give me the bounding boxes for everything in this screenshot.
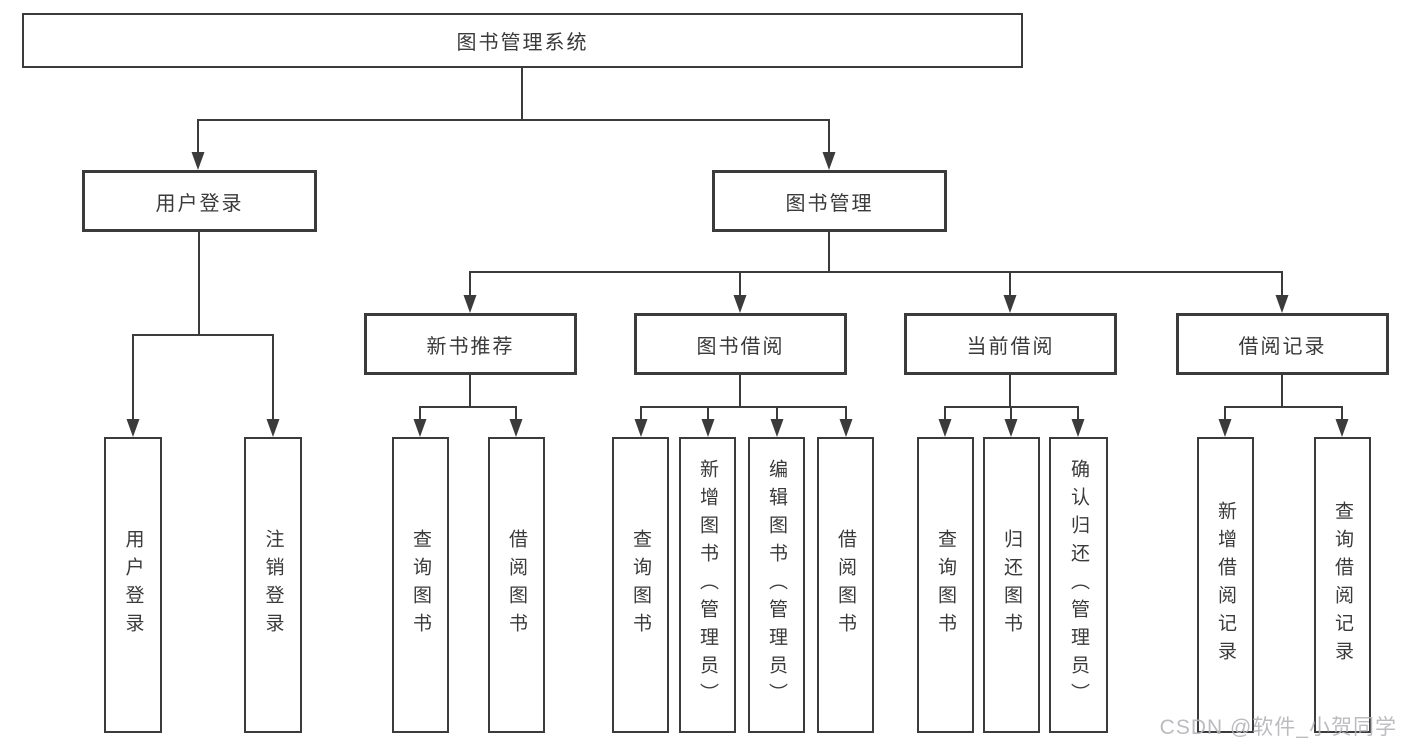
leaf-add-books-admin-label: 新增图书（管理员） [697,459,718,711]
leaf-return-books-label: 归还图书 [1001,529,1022,641]
node-borrow-records-label: 借阅记录 [1238,335,1327,358]
leaf-query-borrow-record: 查询借阅记录 [1314,437,1371,733]
node-book-management-label: 图书管理 [785,192,874,215]
node-current-borrow-label: 当前借阅 [966,335,1055,358]
leaf-confirm-return-admin-label: 确认归还（管理员） [1068,459,1089,711]
node-user-login: 用户登录 [82,170,317,232]
leaf-logout: 注销登录 [244,437,302,733]
leaf-edit-books-admin-label: 编辑图书（管理员） [766,459,787,711]
node-book-management: 图书管理 [712,170,947,232]
leaf-query-books-borrow-label: 查询图书 [630,529,651,641]
leaf-query-borrow-record-label: 查询借阅记录 [1332,501,1353,669]
leaf-add-borrow-record: 新增借阅记录 [1197,437,1254,733]
leaf-add-books-admin: 新增图书（管理员） [679,437,736,733]
node-root-label: 图书管理系统 [456,32,589,54]
node-book-borrow-label: 图书借阅 [696,335,785,358]
arrowheads [126,152,1349,437]
node-new-book-recommend: 新书推荐 [364,313,577,375]
leaf-confirm-return-admin: 确认归还（管理员） [1049,437,1108,733]
node-current-borrow: 当前借阅 [904,313,1117,375]
leaf-query-books-recommend-label: 查询图书 [410,529,431,641]
leaf-borrow-books-recommend-label: 借阅图书 [506,529,527,641]
leaf-query-books-recommend: 查询图书 [392,437,449,733]
leaf-borrow-books: 借阅图书 [817,437,874,733]
leaf-edit-books-admin: 编辑图书（管理员） [748,437,805,733]
leaf-logout-label: 注销登录 [262,529,284,641]
node-borrow-records: 借阅记录 [1176,313,1389,375]
leaf-query-books-current-label: 查询图书 [935,529,956,641]
leaf-return-books: 归还图书 [983,437,1040,733]
node-user-login-label: 用户登录 [155,192,244,215]
leaf-query-books-current: 查询图书 [917,437,974,733]
leaf-borrow-books-recommend: 借阅图书 [488,437,545,733]
leaf-user-login-label: 用户登录 [122,529,144,641]
csdn-watermark: CSDN @软件_小贺同学 [1159,716,1397,739]
leaf-borrow-books-label: 借阅图书 [835,529,856,641]
node-book-borrow: 图书借阅 [634,313,847,375]
node-new-book-recommend-label: 新书推荐 [426,335,515,358]
node-root-system: 图书管理系统 [22,13,1023,68]
leaf-user-login: 用户登录 [104,437,162,733]
leaf-add-borrow-record-label: 新增借阅记录 [1215,501,1236,669]
leaf-query-books-borrow: 查询图书 [612,437,669,733]
